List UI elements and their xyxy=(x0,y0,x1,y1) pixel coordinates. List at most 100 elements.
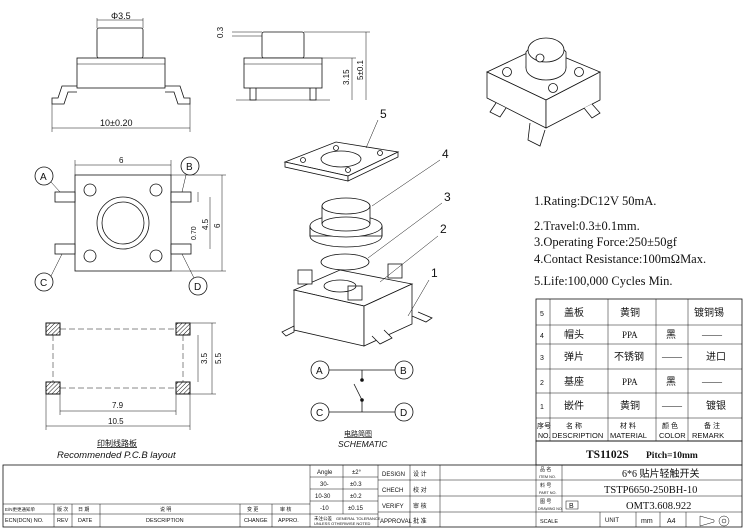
pitch-label: Pitch=10mm xyxy=(646,451,698,461)
top-dim-070: 0.70 xyxy=(191,226,198,240)
spec-3: 3.Operating Force:250±50gf xyxy=(534,235,678,249)
svg-text:±0.3: ±0.3 xyxy=(350,482,362,488)
callout-3: 3 xyxy=(444,190,451,204)
svg-text:ECN(DCN) NO.: ECN(DCN) NO. xyxy=(5,518,44,524)
svg-text:VERIFY: VERIFY xyxy=(382,504,404,510)
svg-text:进口: 进口 xyxy=(706,351,726,363)
bom-row: 5 盖板 黄铜 镀铜锡 xyxy=(540,306,724,319)
product-name: 6*6 贴片轻触开关 xyxy=(622,467,700,480)
svg-text:镀银: 镀银 xyxy=(706,399,726,412)
svg-text:E/N更更通知单: E/N更更通知单 xyxy=(5,506,36,513)
schematic-caption-en: SCHEMATIC xyxy=(338,439,388,449)
svg-text:mm: mm xyxy=(641,518,653,525)
projection-symbol-icon xyxy=(699,515,730,527)
svg-text:Angle: Angle xyxy=(317,470,333,476)
bom-row: 4 帽头 PPA 黑 —— xyxy=(540,328,723,341)
svg-text:3: 3 xyxy=(540,355,544,362)
svg-text:未注公差: 未注公差 xyxy=(314,515,332,522)
svg-text:30-: 30- xyxy=(320,482,329,488)
svg-text:图 号: 图 号 xyxy=(540,499,551,505)
schematic: A B C D 电路简图 SCHEMATIC xyxy=(310,360,414,449)
svg-text:DRAWING NO.: DRAWING NO. xyxy=(538,507,563,511)
svg-text:PPA: PPA xyxy=(622,377,638,387)
svg-text:——: —— xyxy=(661,401,683,412)
svg-text:10-30: 10-30 xyxy=(315,494,331,500)
svg-text:品 名: 品 名 xyxy=(540,466,551,473)
svg-text:不锈钢: 不锈钢 xyxy=(614,350,644,363)
bom-row: 3 弹片 不锈钢 —— 进口 xyxy=(540,350,726,363)
svg-text:审 核: 审 核 xyxy=(280,506,291,513)
pcb-caption-cn: 印制线路板 xyxy=(97,438,137,448)
top-dim-45: 4.5 xyxy=(201,218,210,230)
svg-text:PART NO.: PART NO. xyxy=(539,491,557,495)
pin-label-c: C xyxy=(40,278,47,289)
svg-text:4: 4 xyxy=(540,333,544,340)
spec-4: 4.Contact Resistance:100mΩMax. xyxy=(534,252,706,266)
svg-text:1: 1 xyxy=(540,404,544,411)
svg-text:版 次: 版 次 xyxy=(57,506,68,513)
schematic-label-d: D xyxy=(400,408,407,419)
revision-letter: B xyxy=(569,503,574,510)
svg-text:ITEM NO.: ITEM NO. xyxy=(539,475,556,479)
callout-4: 4 xyxy=(442,147,449,161)
svg-text:材 料: 材 料 xyxy=(620,421,636,430)
svg-text:备 注: 备 注 xyxy=(704,421,720,430)
side-dim-top: 0.3 xyxy=(216,26,225,38)
pcb-dim-105: 10.5 xyxy=(108,417,124,426)
svg-text:说 明: 说 明 xyxy=(160,506,171,513)
svg-text:弹片: 弹片 xyxy=(564,350,584,363)
svg-text:嵌件: 嵌件 xyxy=(564,400,584,412)
front-view: Φ3.5 10±0.20 xyxy=(51,11,191,132)
schematic-label-a: A xyxy=(316,366,323,377)
pcb-dim-55: 5.5 xyxy=(214,352,223,364)
svg-text:料 号: 料 号 xyxy=(540,482,551,489)
bom-header: 序号 NO. 名 称 DESCRIPTION 材 料 MATERIAL 颜 色 … xyxy=(537,421,724,440)
callout-1: 1 xyxy=(431,266,438,280)
schematic-label-b: B xyxy=(400,366,407,377)
pin-label-d: D xyxy=(194,282,201,293)
svg-text:变 更: 变 更 xyxy=(247,506,258,513)
spec-5: 5.Life:100,000 Cycles Min. xyxy=(534,274,673,288)
svg-text:GENERAL TOLERANCE: GENERAL TOLERANCE xyxy=(336,516,381,521)
svg-text:±0.2: ±0.2 xyxy=(350,494,362,500)
isometric-view xyxy=(486,37,601,147)
bom-row: 1 嵌件 黄铜 —— 镀银 xyxy=(540,399,726,412)
svg-text:5: 5 xyxy=(540,311,544,318)
exploded-view: 5 4 3 2 1 xyxy=(281,107,451,347)
svg-text:REV: REV xyxy=(57,518,69,524)
svg-text:日 期: 日 期 xyxy=(78,507,89,513)
svg-text:——: —— xyxy=(661,352,683,363)
svg-text:——: —— xyxy=(701,377,723,388)
svg-text:DESCRIPTION: DESCRIPTION xyxy=(552,431,603,440)
svg-text:基座: 基座 xyxy=(564,375,584,388)
schematic-caption-cn: 电路简图 xyxy=(344,429,372,438)
side-dim-h2: 5±0.1 xyxy=(356,59,365,80)
schematic-label-c: C xyxy=(316,408,323,419)
svg-text:校 对: 校 对 xyxy=(413,486,427,494)
spec-2: 2.Travel:0.3±0.1mm. xyxy=(534,219,640,233)
svg-text:SCALE: SCALE xyxy=(540,519,558,525)
top-dim-6v: 6 xyxy=(213,223,222,228)
svg-text:颜 色: 颜 色 xyxy=(662,421,678,430)
svg-text:±0.15: ±0.15 xyxy=(348,506,364,512)
svg-text:COLOR: COLOR xyxy=(659,431,686,440)
title-block: TS1102S Pitch=10mm E/N更更通知单 ECN(DCN) NO.… xyxy=(2,440,743,528)
svg-text:——: —— xyxy=(701,330,723,341)
svg-text:APPROVAL: APPROVAL xyxy=(380,519,413,525)
top-dim-6: 6 xyxy=(119,156,124,165)
top-view: 6 0.70 4.5 6 A B C D xyxy=(34,156,226,296)
svg-text:NO.: NO. xyxy=(538,433,551,440)
svg-text:±2°: ±2° xyxy=(352,470,362,476)
pin-label-a: A xyxy=(40,172,47,183)
svg-text:黄铜: 黄铜 xyxy=(620,399,640,412)
pcb-dim-79: 7.9 xyxy=(112,401,124,410)
svg-text:设 计: 设 计 xyxy=(413,470,427,478)
svg-text:DATE: DATE xyxy=(78,518,93,524)
front-dim-width: 10±0.20 xyxy=(100,118,132,128)
svg-text:序号: 序号 xyxy=(537,421,551,430)
svg-text:盖板: 盖板 xyxy=(564,306,584,319)
svg-text:A4: A4 xyxy=(667,518,676,525)
svg-text:UNIT: UNIT xyxy=(605,518,619,524)
svg-text:CHECH: CHECH xyxy=(382,488,403,494)
